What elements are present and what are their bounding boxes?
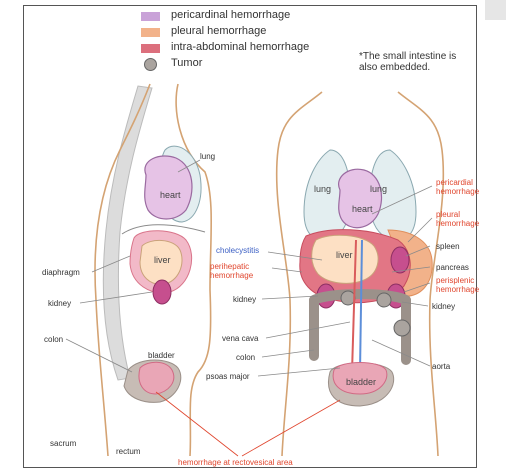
side-rectum-label: rectum	[116, 447, 140, 456]
pleural-hemorrhage-label-1: pleural	[436, 210, 460, 219]
side-sacrum-label: sacrum	[50, 439, 76, 448]
front-tumor-3	[394, 320, 410, 336]
perisplenic-hemorrhage-label-1: perisplenic	[436, 276, 474, 285]
side-liver-label: liver	[154, 255, 171, 265]
front-heart-shape	[339, 169, 382, 227]
left-kidney-label: kidney	[233, 295, 256, 304]
front-bladder-label: bladder	[346, 377, 376, 387]
front-tumor-1	[341, 291, 355, 305]
side-heart-label: heart	[160, 190, 181, 200]
side-kidney-shape	[153, 280, 171, 304]
perihepatic-hemorrhage-label-1: perihepatic	[210, 262, 249, 271]
rectovesical-hemorrhage-label: hemorrhage at rectovesical area	[178, 458, 293, 467]
side-bladder-label: bladder	[148, 351, 175, 360]
right-kidney-label: kidney	[432, 302, 455, 311]
pleural-hemorrhage-label-2: hemorrhage	[436, 219, 479, 228]
footer-pointer-front	[242, 400, 340, 456]
side-view-body	[95, 84, 211, 456]
front-lung-left-label: lung	[314, 184, 331, 194]
psoas-major-label: psoas major	[206, 372, 250, 381]
side-kidney-label: kidney	[48, 299, 71, 308]
cholecystitis-label: cholecystitis	[216, 246, 259, 255]
side-heart-shape	[145, 156, 192, 219]
side-diaphragm-label: diaphragm	[42, 268, 80, 277]
front-liver-label: liver	[336, 250, 353, 260]
footer-pointer-side	[156, 392, 238, 456]
perihepatic-hemorrhage-label-2: hemorrhage	[210, 271, 253, 280]
front-heart-label: heart	[352, 204, 373, 214]
front-spleen-shape	[391, 247, 409, 273]
side-colon-label: colon	[44, 335, 63, 344]
footer-pointers	[156, 392, 340, 456]
pericardial-hemorrhage-label-2: hemorrhage	[436, 187, 479, 196]
colon-label: colon	[236, 353, 255, 362]
spleen-label: spleen	[436, 242, 460, 251]
leader-psoas	[258, 368, 340, 376]
front-view-body	[277, 92, 444, 456]
aorta-label: aorta	[432, 362, 450, 371]
leader-vena-cava	[266, 322, 350, 338]
vena-cava-label: vena cava	[222, 334, 258, 343]
front-tumor-2	[377, 293, 391, 307]
side-lung-label: lung	[200, 152, 215, 161]
front-lung-right-label: lung	[370, 184, 387, 194]
leader-colon	[262, 350, 314, 357]
pericardial-hemorrhage-label-1: pericardial	[436, 178, 473, 187]
pancreas-label: pancreas	[436, 263, 469, 272]
perisplenic-hemorrhage-label-2: hemorrhage	[436, 285, 479, 294]
